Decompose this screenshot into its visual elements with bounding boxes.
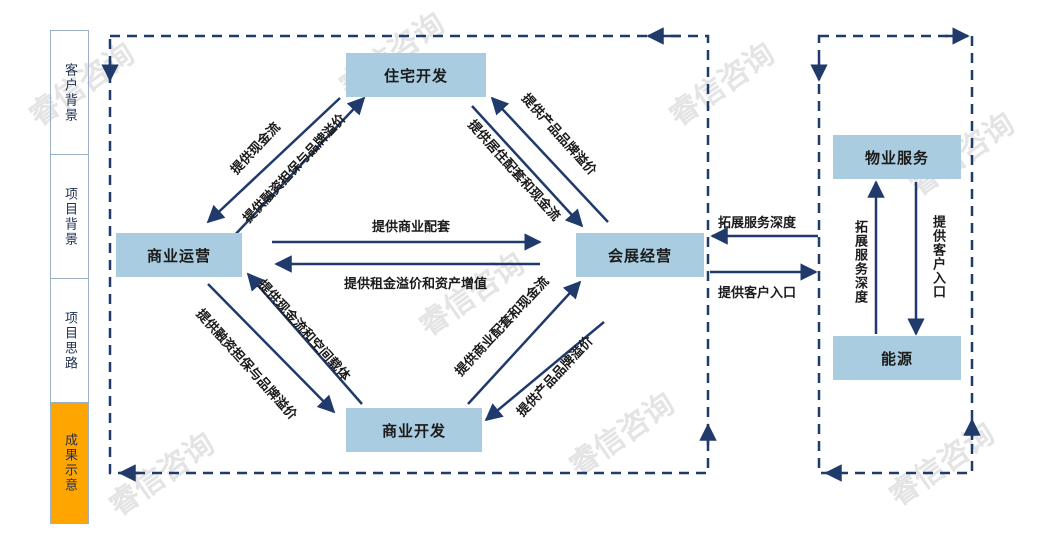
node-residential-development: 住宅开发 (346, 53, 486, 97)
label-energy-to-property: 拓展服务深度 (852, 220, 867, 304)
node-energy: 能源 (833, 336, 961, 380)
label-property-to-energy: 提供客户入口 (930, 215, 945, 299)
node-commercial-operation: 商业运营 (116, 233, 242, 277)
right-dashed-frame (817, 34, 974, 475)
arrow-conv-to-cdev (484, 321, 605, 422)
sidebar-item-label: 项目思路 (62, 310, 77, 371)
arrow-cdev-to-conv (467, 280, 582, 405)
arrow-conv-to-res (490, 96, 609, 223)
arrow-ops-to-cdev (207, 283, 336, 414)
arrow-ops-to-res (231, 96, 366, 239)
sidebar-item-project-background[interactable]: 项目背景 (51, 155, 88, 279)
node-commercial-development: 商业开发 (346, 408, 482, 452)
arrow-res-to-conv (471, 105, 584, 228)
label-conv-to-ops: 提供租金溢价和资产增值 (344, 277, 488, 292)
label-ops-to-conv: 提供商业配套 (372, 220, 451, 235)
label-right-to-conv: 拓展服务深度 (718, 216, 797, 231)
sidebar-item-project-approach[interactable]: 项目思路 (51, 279, 88, 403)
sidebar-item-label: 成果示意 (62, 433, 77, 493)
label-conv-to-right: 提供客户入口 (718, 286, 797, 301)
sidebar-item-customer-background[interactable]: 客户背景 (51, 31, 88, 155)
sidebar-nav: 客户背景 项目背景 项目思路 成果示意 (50, 30, 89, 524)
sidebar-item-label: 项目背景 (62, 186, 77, 247)
node-convention-operation: 会展经营 (576, 233, 704, 277)
sidebar-item-label: 客户背景 (62, 62, 77, 123)
arrow-res-to-ops (206, 97, 341, 224)
node-property-service: 物业服务 (833, 135, 961, 179)
sidebar-item-results[interactable]: 成果示意 (51, 403, 88, 523)
arrow-cdev-to-ops (246, 272, 363, 405)
main-dashed-frame (108, 34, 710, 475)
